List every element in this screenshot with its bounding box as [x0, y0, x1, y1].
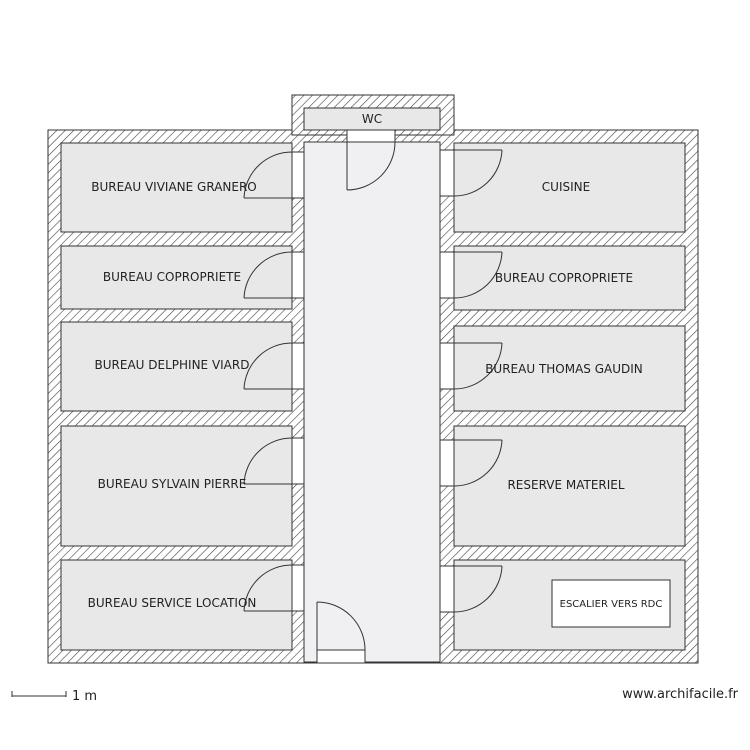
- room-left-1: [60, 142, 293, 233]
- scale-label: 1 m: [72, 689, 97, 704]
- door-right-4: [439, 439, 503, 487]
- door-entrance: [316, 601, 366, 664]
- door-left-2: [243, 251, 305, 299]
- door-wc: [346, 129, 396, 191]
- label-left-4: BUREAU SYLVAIN PIERRE: [98, 477, 247, 491]
- room-right-3: [453, 325, 686, 412]
- site-watermark: www.archifacile.fr: [622, 687, 738, 702]
- door-left-4: [243, 437, 305, 485]
- room-left-5: [60, 559, 293, 651]
- door-right-1: [439, 149, 503, 197]
- door-right-2: [439, 251, 503, 299]
- room-right-1: [453, 142, 686, 233]
- door-left-3: [243, 342, 305, 390]
- door-right-3: [439, 342, 503, 390]
- door-left-1: [243, 151, 305, 199]
- room-left-3: [60, 321, 293, 412]
- label-wc: WC: [362, 112, 382, 126]
- room-right-4: [453, 425, 686, 547]
- label-right-3: BUREAU THOMAS GAUDIN: [485, 362, 643, 376]
- door-right-5: [439, 565, 503, 613]
- stair-box: [551, 579, 671, 628]
- label-right-2: BUREAU COPROPRIETE: [495, 271, 633, 285]
- door-left-5: [243, 564, 305, 612]
- corridor: [303, 141, 441, 663]
- label-left-5: BUREAU SERVICE LOCATION: [88, 596, 257, 610]
- label-right-1: CUISINE: [542, 180, 590, 194]
- scale-bar: [11, 691, 67, 697]
- label-left-1: BUREAU VIVIANE GRANERO: [91, 180, 257, 194]
- label-right-4: RESERVE MATERIEL: [507, 478, 624, 492]
- label-left-2: BUREAU COPROPRIETE: [103, 270, 241, 284]
- label-right-5: ESCALIER VERS RDC: [560, 599, 663, 610]
- room-left-4: [60, 425, 293, 547]
- label-left-3: BUREAU DELPHINE VIARD: [95, 358, 250, 372]
